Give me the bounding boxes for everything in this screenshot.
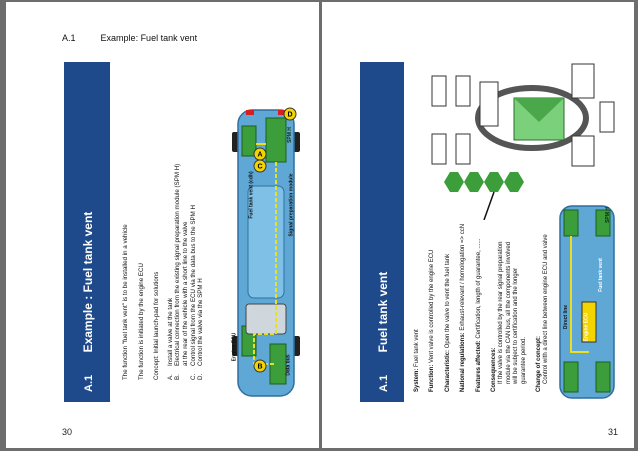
- option-c: C.Control signal from the ECU via the da…: [189, 205, 197, 380]
- tail-light: [278, 110, 286, 115]
- hex-tag: [504, 172, 524, 192]
- header-title: Example: Fuel tank vent: [100, 33, 198, 43]
- text-line: Concept: Initial launch-pad for solution…: [153, 271, 161, 380]
- slide-title-band: A.1 Example : Fuel tank vent: [64, 62, 110, 402]
- doc-box: [455, 75, 471, 107]
- text-line: Characteristic: Open the valve to vent t…: [444, 253, 451, 392]
- spm-module: [595, 209, 611, 237]
- hex-tags: [444, 172, 524, 220]
- tail-light: [246, 110, 254, 115]
- direct-line-label: Direct line: [563, 304, 570, 330]
- fuel-tank-vent-label: Fuel tank vent: [597, 258, 604, 292]
- page-header: A.1 Example: Fuel tank vent: [62, 33, 197, 43]
- page-number: 31: [608, 427, 619, 437]
- spm-h-label: SPM H: [604, 207, 611, 223]
- spm-h-label: SPM H: [286, 127, 293, 143]
- option-b-cont: at the rear of the vehicle with a short …: [181, 221, 189, 366]
- slide-title: Example : Fuel tank vent: [81, 211, 95, 353]
- text-line: National regulations: Exhaust-relevant /…: [460, 223, 467, 392]
- slide-title-band: A.1 Fuel tank vent: [360, 62, 404, 402]
- option-b: B.Electrical connection from the existin…: [174, 163, 182, 380]
- doc-box: [599, 101, 615, 133]
- text-line: Features affected: Certification, length…: [475, 238, 482, 392]
- marker-c-top: [253, 159, 267, 173]
- slide-number: A.1: [378, 374, 390, 392]
- spm-h-module: [265, 117, 287, 163]
- text-line: Consequences:: [491, 347, 498, 392]
- doc-box: [571, 63, 595, 99]
- process-diagram: [431, 63, 615, 167]
- text-line: If the valve is controlled by the rear s…: [498, 241, 505, 384]
- option-d: D.Control the valve via the SPM H: [197, 278, 205, 380]
- doc-box: [431, 133, 447, 165]
- doc-box: [431, 75, 447, 107]
- doc-box: [571, 135, 595, 167]
- text-line: Change of concept:: [536, 335, 543, 392]
- marker-b: [253, 359, 267, 373]
- text-line: The function "fuel tank vent" is to be i…: [122, 224, 129, 380]
- text-line: System: Fuel tank vent: [414, 329, 420, 392]
- harness-line: [570, 236, 589, 353]
- marker-label: C: [257, 164, 262, 171]
- engine-ecu-module: [563, 361, 579, 393]
- cycle-arrow: [475, 85, 589, 151]
- slide-title: Fuel tank vent: [376, 271, 390, 353]
- slide-right: A.1 Fuel tank vent System: Fuel tank ven…: [360, 62, 618, 402]
- spm-h-module: [563, 209, 579, 237]
- fuel-tank-vent-label: Fuel tank vent (cdh): [248, 171, 255, 219]
- tank-valve-module: [241, 125, 257, 157]
- data-bus-label: Data bus: [285, 354, 292, 376]
- page-number: 30: [62, 427, 73, 437]
- header-number: A.1: [62, 33, 76, 43]
- left-page: A.1 Example: Fuel tank vent A.1 Example …: [6, 2, 319, 448]
- text-line: Function: Vent valve is controlled by th…: [429, 249, 436, 392]
- text-line: guarantee period.: [520, 336, 527, 384]
- body-text: System: Fuel tank vent Function: Vent va…: [414, 224, 551, 392]
- marker-label: A: [257, 152, 262, 159]
- pointer-arrow: [483, 191, 495, 220]
- hex-tag: [464, 172, 484, 192]
- text-line: The function is initiated by the engine …: [137, 263, 145, 380]
- spm-f-module: [595, 361, 611, 393]
- direct-line-box: [581, 301, 597, 343]
- engine: [245, 303, 287, 335]
- slide-number: A.1: [83, 374, 95, 392]
- marker-label: D: [287, 112, 292, 119]
- car-diagram: D A C B: [232, 107, 300, 397]
- body-text: The function "fuel tank vent" is to be i…: [122, 164, 205, 380]
- car-diagram: [559, 205, 615, 399]
- process-triangle: [514, 98, 564, 122]
- doc-box: [455, 133, 471, 165]
- marker-d: [283, 107, 297, 121]
- text-line: module via the CAN bus, all the componen…: [505, 241, 512, 384]
- signal-prep-label: Signal preparation module: [288, 173, 295, 237]
- marker-label: B: [257, 364, 262, 371]
- engine-ecu-label: Engine ECU: [583, 312, 590, 342]
- right-page: A.1 Fuel tank vent System: Fuel tank ven…: [322, 2, 634, 448]
- text-line: Control with a direct line between engin…: [543, 234, 550, 384]
- text-line: will be subject to certification and the…: [513, 267, 520, 384]
- hex-tag: [484, 172, 504, 192]
- engine-ecu-label: Engine ECU: [231, 332, 238, 362]
- slide-left: A.1 Example : Fuel tank vent The functio…: [64, 62, 302, 402]
- doc-box: [479, 81, 499, 127]
- hex-tag: [444, 172, 464, 192]
- option-a: A.Install a valve at the tank: [166, 297, 174, 380]
